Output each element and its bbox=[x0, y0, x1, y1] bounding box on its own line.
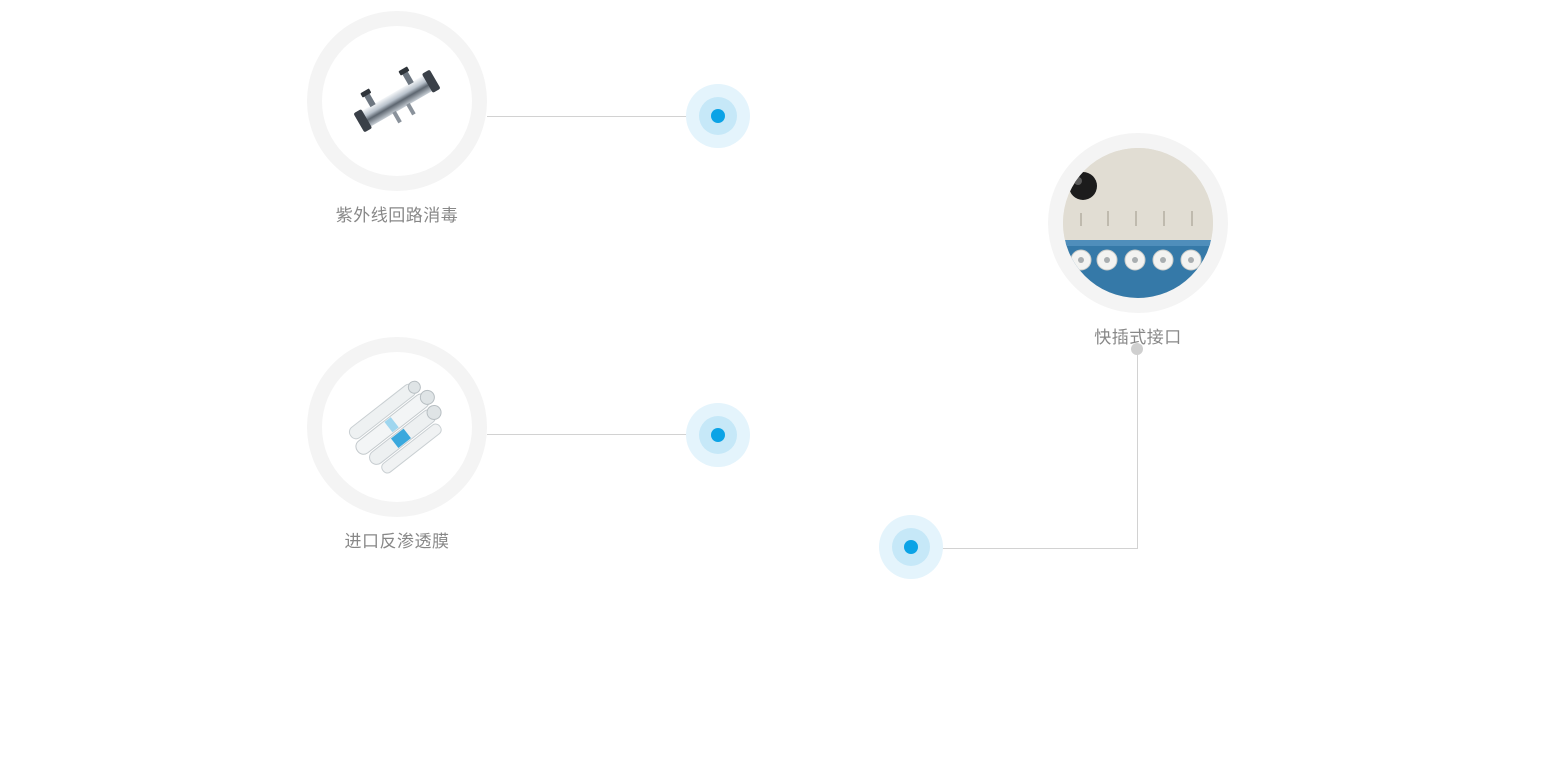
feature-ro-membrane: 进口反渗透膜 bbox=[307, 337, 487, 552]
connector-endpoint-dot bbox=[1131, 343, 1143, 355]
connector-line-uv bbox=[487, 116, 718, 117]
connector-line-ro bbox=[487, 434, 718, 435]
hotspot-dot bbox=[711, 428, 725, 442]
hotspot-dot bbox=[711, 109, 725, 123]
hotspot-ro[interactable] bbox=[686, 403, 750, 467]
connector-line-quick-vertical bbox=[1137, 349, 1138, 549]
feature-label: 进口反渗透膜 bbox=[344, 532, 450, 552]
feature-ring bbox=[1048, 133, 1228, 313]
hotspot-quick[interactable] bbox=[879, 515, 943, 579]
uv-sterilizer-icon bbox=[322, 26, 472, 176]
connector-line-quick-horizontal bbox=[911, 548, 1138, 549]
feature-quick-connector: 快插式接口 bbox=[1048, 133, 1228, 348]
feature-ring bbox=[307, 11, 487, 191]
quick-connector-icon bbox=[1063, 148, 1213, 298]
feature-label: 快插式接口 bbox=[1094, 328, 1182, 348]
feature-label: 紫外线回路消毒 bbox=[335, 206, 459, 226]
feature-ring bbox=[307, 337, 487, 517]
hotspot-uv[interactable] bbox=[686, 84, 750, 148]
ro-membrane-icon bbox=[322, 352, 472, 502]
hotspot-dot bbox=[904, 540, 918, 554]
feature-uv-sterilization: 紫外线回路消毒 bbox=[307, 11, 487, 226]
